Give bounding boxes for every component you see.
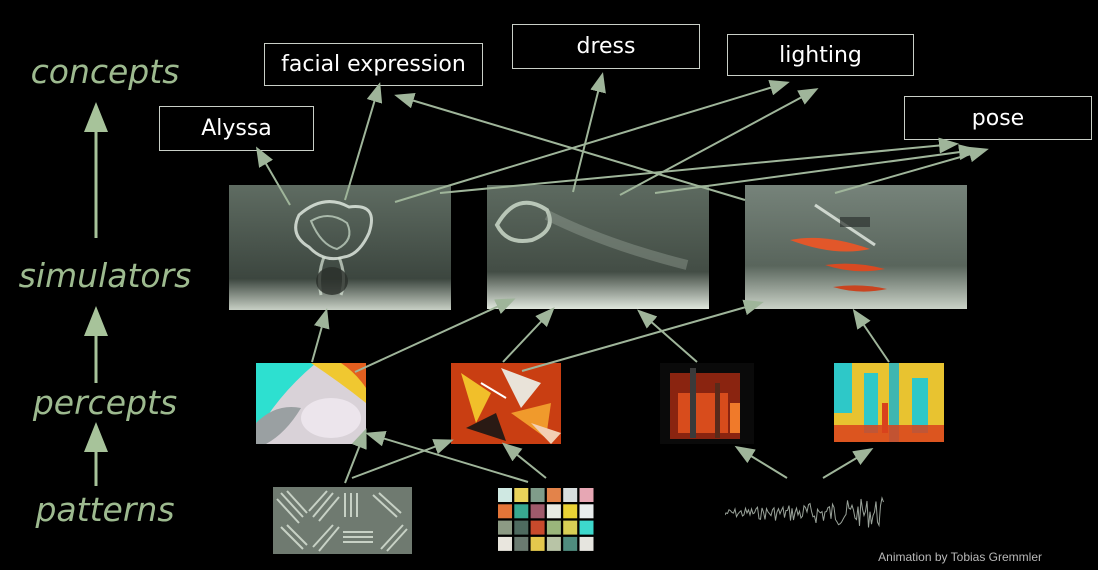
credit-text: Animation by Tobias Gremmler xyxy=(878,550,1042,564)
level-label-patterns: patterns xyxy=(35,490,175,529)
percept-image-2 xyxy=(451,363,561,444)
simulator-image-3 xyxy=(745,185,967,309)
pattern-image-color-grid xyxy=(497,487,596,553)
arrow-p2-to-sim2 xyxy=(502,307,555,363)
arrow-pat1-to-p2 xyxy=(351,439,454,479)
arrow-sim1-to-facial xyxy=(344,82,383,201)
concept-box-pose: pose xyxy=(904,96,1092,140)
arrow-p2-to-sim3 xyxy=(521,299,764,372)
arrow-sim2-to-dress xyxy=(572,72,606,193)
arrow-wave-to-p3 xyxy=(734,445,788,479)
concept-box-facial-expression: facial expression xyxy=(264,43,483,86)
percept-image-4 xyxy=(834,363,944,442)
arrow-p1-to-sim1 xyxy=(311,308,330,363)
level-label-concepts: concepts xyxy=(30,52,180,91)
concept-box-lighting: lighting xyxy=(727,34,914,76)
arrow-wave-to-p4 xyxy=(822,447,874,479)
percept-image-3 xyxy=(660,363,754,444)
pattern-image-gabor xyxy=(273,487,412,554)
level-label-simulators: simulators xyxy=(18,256,192,295)
concept-box-dress: dress xyxy=(512,24,700,69)
percept-image-1 xyxy=(256,363,366,444)
arrow-p3-to-sim2 xyxy=(636,309,698,363)
arrow-pat2-to-p2 xyxy=(501,442,547,479)
simulator-image-1 xyxy=(229,185,451,310)
simulator-image-2 xyxy=(487,185,709,309)
arrow-p4-to-sim3 xyxy=(852,308,890,363)
arrow-p1-to-sim2 xyxy=(354,298,516,373)
arrow-sim2-to-lighting xyxy=(619,88,819,196)
pattern-image-waveform xyxy=(725,487,885,532)
concept-box-alyssa: Alyssa xyxy=(159,106,314,151)
level-label-percepts: percepts xyxy=(32,383,178,422)
